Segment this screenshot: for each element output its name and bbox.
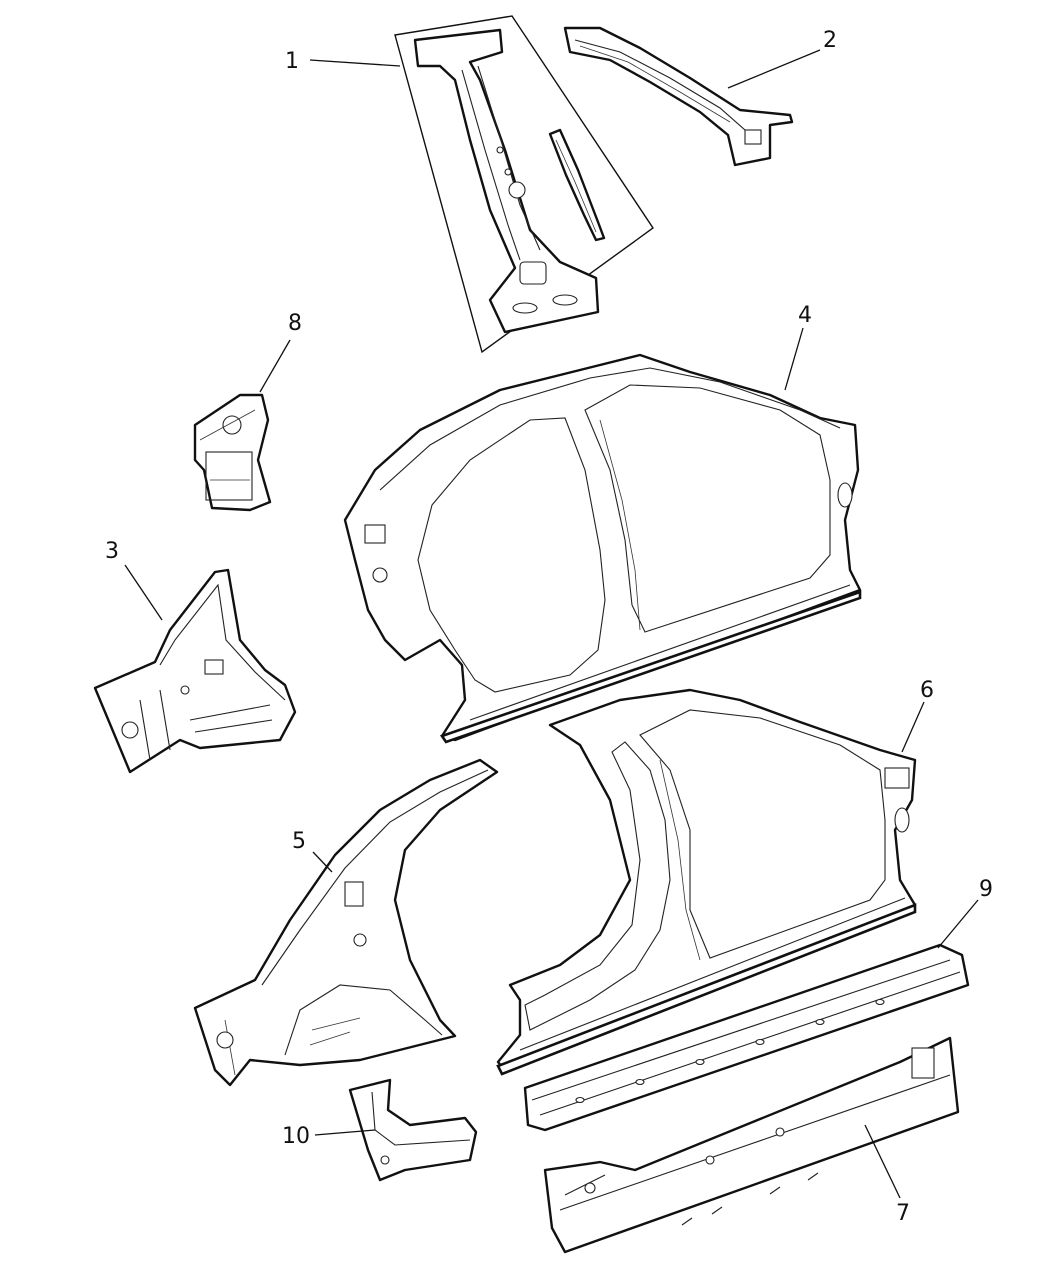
part-7-hole	[584, 1182, 596, 1194]
callout-6: 6	[920, 678, 934, 703]
part-3-slot	[204, 659, 224, 675]
part-4-inner-body-side[interactable]	[343, 353, 862, 744]
leader-2	[727, 49, 821, 89]
part-10-lower-bracket[interactable]	[348, 1078, 478, 1182]
part-2-bracket	[744, 129, 762, 145]
part-9-crease	[531, 959, 961, 1116]
part-1-hole	[512, 302, 538, 314]
part-6-rocker-edge	[496, 903, 917, 1076]
part-7-hole	[705, 1155, 715, 1165]
part-6-outer-body-side[interactable]	[496, 688, 917, 1076]
part-5-pillar-crease	[261, 769, 489, 986]
part-6-hole	[894, 807, 910, 833]
part-1-reinforcement-rib	[555, 139, 597, 233]
part-4-hole	[372, 567, 388, 583]
callout-3: 3	[105, 539, 119, 564]
part-1-pillar-rib	[461, 69, 521, 261]
part-4-rocker-edge	[439, 590, 862, 744]
leader-7	[864, 1124, 901, 1199]
callout-5: 5	[292, 829, 306, 854]
part-1-inset-outline	[394, 15, 654, 354]
part-2-rail-crease-2	[579, 45, 731, 123]
part-7-hole	[775, 1127, 785, 1137]
part-9-hole	[755, 1038, 765, 1046]
part-5-hole	[216, 1031, 234, 1049]
callout-4: 4	[798, 303, 812, 328]
part-6-b-pillar-crease	[659, 759, 701, 961]
part-8-panel	[205, 451, 253, 501]
part-5-front-pillar-assembly[interactable]	[193, 758, 499, 1087]
part-4-front-door-opening	[417, 417, 606, 693]
callout-9: 9	[979, 877, 993, 902]
part-9-hole	[635, 1078, 645, 1086]
part-6-front-door-opening	[524, 741, 671, 1031]
part-1-hole	[508, 181, 526, 199]
part-7-body	[543, 1036, 960, 1254]
part-6-rear-door-opening	[639, 709, 886, 959]
part-1-b-pillar	[413, 28, 600, 334]
leader-6	[901, 701, 925, 753]
part-5-floor-ribs	[224, 1017, 361, 1076]
part-1-hole	[552, 294, 578, 306]
part-10-body	[348, 1078, 478, 1182]
part-6-sill-crease	[519, 897, 906, 1051]
callout-7: 7	[896, 1201, 910, 1226]
part-5-slot	[344, 881, 364, 907]
part-5-hole	[353, 933, 367, 947]
part-3-wheelhouse-extension[interactable]	[93, 568, 297, 774]
part-4-roof-crease	[379, 367, 841, 491]
part-8-rib	[199, 409, 256, 481]
part-3-hole	[121, 721, 139, 739]
part-4-rear-door-opening	[584, 384, 831, 633]
leader-1	[309, 59, 401, 67]
callout-10: 10	[282, 1124, 310, 1149]
part-1-reinforcement	[548, 128, 606, 242]
part-2-roof-rail[interactable]	[563, 26, 794, 167]
part-10-hole	[380, 1155, 390, 1165]
part-7-rocker-panel[interactable]	[543, 1036, 960, 1254]
part-5-wheelhouse-arch	[284, 984, 443, 1056]
callout-2: 2	[823, 28, 837, 53]
part-2-rail-crease	[574, 39, 746, 131]
part-3-crease	[159, 583, 286, 701]
part-8-bracket[interactable]	[193, 393, 272, 512]
part-9-hole	[875, 998, 885, 1006]
leader-10	[314, 1129, 376, 1136]
leader-3	[124, 564, 163, 621]
leader-8	[259, 339, 291, 393]
part-9-hole	[575, 1096, 585, 1104]
part-3-hole	[180, 685, 190, 695]
part-9-hole	[695, 1058, 705, 1066]
callout-1: 1	[285, 49, 299, 74]
part-10-crease	[371, 1091, 471, 1146]
part-4-sill-crease	[469, 584, 851, 721]
part-9-hole	[815, 1018, 825, 1026]
part-4-b-pillar-crease	[599, 419, 641, 631]
part-4-hole	[837, 482, 853, 508]
part-5-outline	[193, 758, 499, 1087]
part-7-bracket	[911, 1047, 935, 1079]
part-1-pillar-rib-2	[477, 65, 541, 251]
leader-4	[784, 327, 804, 391]
part-7-crease	[559, 1074, 951, 1211]
leader-5	[312, 851, 333, 873]
part-6-bracket	[884, 767, 910, 789]
part-1-hole	[496, 146, 504, 154]
part-1-slot	[519, 261, 547, 285]
leader-9	[937, 899, 979, 949]
part-1-b-pillar-group[interactable]	[394, 15, 654, 354]
part-3-body	[93, 568, 297, 774]
part-7-drain-tabs	[681, 1172, 819, 1226]
part-2-rail-body	[563, 26, 794, 167]
part-4-slot	[364, 524, 386, 544]
part-3-floor-ribs	[139, 689, 273, 761]
callout-8: 8	[288, 311, 302, 336]
part-1-hole	[504, 168, 512, 176]
